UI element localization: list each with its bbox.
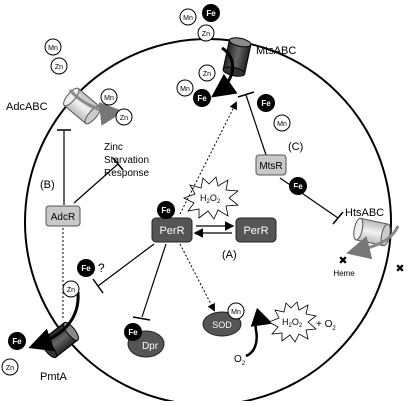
svg-text:Mn: Mn — [180, 86, 190, 93]
perr-activation-sod — [179, 243, 215, 312]
fe-ion-inside-pmta: Fe — [77, 259, 95, 277]
svg-text:Fe: Fe — [128, 328, 138, 337]
fe-ion-dpr: Fe — [124, 323, 142, 341]
perr-repression-bar-pmta — [92, 278, 104, 294]
mtsr-repression-bar-hts — [332, 211, 344, 225]
perr-activation-mtsabc — [179, 101, 237, 215]
perr-repression-line-pmta — [97, 243, 155, 287]
zn-ion-outside-top: Zn — [197, 24, 215, 42]
fe-ion-perr: Fe — [157, 201, 175, 219]
adcr-repression-bar-zinc — [112, 157, 124, 171]
sod-label: SOD — [212, 320, 232, 330]
svg-text:Zn: Zn — [202, 31, 210, 38]
perr-repression-line-dpr — [141, 243, 167, 318]
pmta-transporter — [28, 291, 80, 359]
svg-text:✖: ✖ — [338, 255, 347, 267]
svg-text:Zn: Zn — [67, 287, 75, 294]
mn-ion-outside-top: Mn — [179, 8, 197, 26]
svg-text:Zn: Zn — [203, 71, 211, 78]
mtsr-repression-bar-mts — [237, 91, 255, 98]
pmta-label: PmtA — [40, 371, 68, 383]
fe-unknown-mark: ? — [98, 261, 105, 275]
h2o2-sod-label: H2O2 — [282, 317, 303, 329]
zn-ion-inside-pmta: Zn — [62, 280, 80, 298]
adcabc-transporter — [63, 87, 124, 126]
zn-ion-outside-adc: Zn — [50, 57, 68, 75]
zinc-response-line1: Zinc — [104, 142, 123, 153]
sod-reaction-arrow — [245, 307, 273, 358]
heme-icon-inside: ✖ — [338, 255, 347, 267]
adcr-box — [45, 205, 81, 227]
path-a-label: (A) — [222, 249, 237, 261]
svg-text:Mn: Mn — [231, 309, 241, 316]
mtsabc-transporter — [211, 37, 252, 98]
svg-text:Fe: Fe — [293, 182, 303, 191]
fe-ion-outside-top: Fe — [202, 4, 220, 22]
svg-text:Zn: Zn — [55, 64, 63, 71]
zinc-response-line3: Response — [104, 168, 149, 179]
zinc-response-line2: Starvation — [104, 155, 149, 166]
svg-text:Fe: Fe — [12, 337, 22, 346]
zn-ion-outside-pmta: Zn — [1, 358, 19, 376]
path-b-label: (B) — [40, 179, 55, 191]
mtsr-label: MtsR — [259, 161, 282, 172]
htsabc-label: HtsABC — [345, 207, 384, 219]
htsabc-transporter — [346, 217, 400, 260]
o2-product-label: + O2 — [316, 319, 336, 332]
perr-repression-bar-dpr — [132, 316, 151, 321]
perr-free-box: PerR — [235, 217, 277, 243]
path-c-label: (C) — [288, 141, 303, 153]
perr-bound-box: PerR — [151, 217, 193, 243]
zn-ion-inside-mts: Zn — [198, 64, 216, 82]
svg-text:Zn: Zn — [6, 365, 14, 372]
heme-icon-outside: ✖ — [395, 263, 404, 275]
mn-ion-sod: Mn — [227, 302, 245, 320]
fe-ion-inside-mts: Fe — [193, 89, 211, 107]
svg-text:Fe: Fe — [261, 99, 271, 108]
mtsabc-label: MtsABC — [256, 45, 296, 57]
svg-text:Fe: Fe — [206, 9, 216, 18]
mn-ion-inside-mts: Mn — [176, 79, 194, 97]
adcabc-label: AdcABC — [6, 101, 48, 113]
svg-text:Fe: Fe — [81, 264, 91, 273]
adcr-repression-line-zinc — [73, 163, 119, 204]
mn-ion-mtsr-top: Mn — [273, 114, 291, 132]
fe-ion-mtsr-top: Fe — [257, 94, 275, 112]
h2o2-burst-sod — [268, 301, 317, 343]
svg-text:Mn: Mn — [183, 15, 193, 22]
fe-ion-mtsr-bottom: Fe — [289, 177, 307, 195]
svg-text:Mn: Mn — [48, 45, 58, 52]
superoxide-label: O2·- — [234, 352, 249, 367]
svg-text:Mn: Mn — [104, 95, 114, 102]
fe-ion-outside-pmta: Fe — [8, 332, 26, 350]
perr-bound-label: PerR — [159, 225, 184, 237]
svg-text:Fe: Fe — [161, 206, 171, 215]
mn-ion-inside-adc: Mn — [100, 88, 118, 106]
svg-text:Zn: Zn — [120, 115, 128, 122]
adcr-label: AdcR — [51, 212, 75, 223]
svg-text:Fe: Fe — [197, 94, 207, 103]
perr-free-label: PerR — [243, 225, 268, 237]
mn-ion-outside-adc: Mn — [44, 38, 62, 56]
svg-text:✖: ✖ — [395, 263, 404, 275]
h2o2-center-label: H2O2 — [200, 193, 221, 205]
mtsr-box — [255, 154, 287, 176]
h2o2-burst-center — [182, 176, 240, 220]
svg-text:Mn: Mn — [277, 121, 287, 128]
zn-ion-inside-adc: Zn — [115, 108, 133, 126]
heme-label: Heme — [333, 269, 355, 278]
dpr-label: Dpr — [142, 341, 159, 352]
mtsr-repression-line-hts — [279, 177, 339, 219]
mtsr-repression-line-mts — [245, 94, 267, 156]
